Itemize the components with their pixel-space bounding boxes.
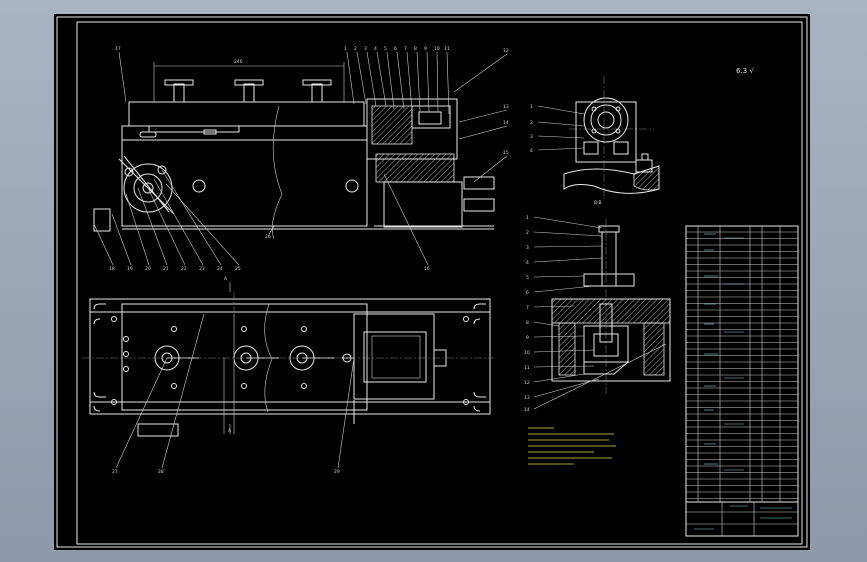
svg-text:24: 24 <box>217 266 223 272</box>
svg-text:246: 246 <box>234 59 243 65</box>
svg-text:B-B: B-B <box>594 200 602 206</box>
svg-text:3: 3 <box>526 245 529 251</box>
svg-text:21: 21 <box>163 266 169 272</box>
surface-roughness-symbol: 6.3 √ <box>736 67 754 75</box>
svg-text:2: 2 <box>530 120 533 126</box>
svg-text:10: 10 <box>524 350 530 356</box>
svg-text:7: 7 <box>404 46 407 52</box>
svg-text:5: 5 <box>526 275 529 281</box>
svg-text:4: 4 <box>374 46 377 52</box>
svg-text:15: 15 <box>503 150 509 156</box>
svg-text:13: 13 <box>524 395 530 401</box>
svg-text:14: 14 <box>503 120 509 126</box>
svg-text:12: 12 <box>524 380 530 386</box>
svg-text:8: 8 <box>414 46 417 52</box>
svg-text:14: 14 <box>524 407 530 413</box>
svg-text:13: 13 <box>503 104 509 110</box>
outer-frame <box>56 16 808 548</box>
svg-text:16: 16 <box>424 266 430 272</box>
svg-text:5: 5 <box>384 46 387 52</box>
svg-text:27: 27 <box>112 469 118 475</box>
svg-text:10: 10 <box>434 46 440 52</box>
svg-text:25: 25 <box>235 266 241 272</box>
svg-text:20: 20 <box>145 266 151 272</box>
title-block <box>685 501 799 537</box>
svg-text:9: 9 <box>526 335 529 341</box>
section-view-b: 1 2 3 4B-B <box>530 76 660 206</box>
svg-text:4: 4 <box>530 148 533 154</box>
svg-text:28: 28 <box>158 469 164 475</box>
svg-text:18: 18 <box>109 266 115 272</box>
svg-text:6: 6 <box>394 46 397 52</box>
svg-text:1: 1 <box>526 215 529 221</box>
technical-requirements <box>528 427 616 465</box>
svg-text:7: 7 <box>526 305 529 311</box>
svg-text:26: 26 <box>265 234 271 240</box>
svg-text:12: 12 <box>503 48 509 54</box>
svg-text:4: 4 <box>526 260 529 266</box>
svg-text:1: 1 <box>530 104 533 110</box>
svg-text:17: 17 <box>115 46 121 52</box>
parts-list-table <box>685 225 799 503</box>
svg-text:19: 19 <box>127 266 133 272</box>
svg-text:A: A <box>228 428 232 434</box>
roughness-check-icon: √ <box>749 67 754 75</box>
roughness-value: 6.3 <box>736 67 748 75</box>
svg-text:11: 11 <box>524 365 530 371</box>
svg-text:22: 22 <box>181 266 187 272</box>
svg-text:1: 1 <box>344 46 347 52</box>
svg-text:23: 23 <box>199 266 205 272</box>
svg-text:3: 3 <box>530 134 533 140</box>
inner-frame <box>76 21 803 545</box>
svg-text:8: 8 <box>526 320 529 326</box>
svg-text:3: 3 <box>364 46 367 52</box>
svg-text:6: 6 <box>526 290 529 296</box>
svg-text:2: 2 <box>354 46 357 52</box>
svg-text:9: 9 <box>424 46 427 52</box>
svg-text:2: 2 <box>526 230 529 236</box>
top-view: 27 28 29 A A <box>82 276 494 475</box>
svg-text:11: 11 <box>444 46 450 52</box>
svg-text:29: 29 <box>334 469 340 475</box>
svg-text:A: A <box>224 276 228 282</box>
